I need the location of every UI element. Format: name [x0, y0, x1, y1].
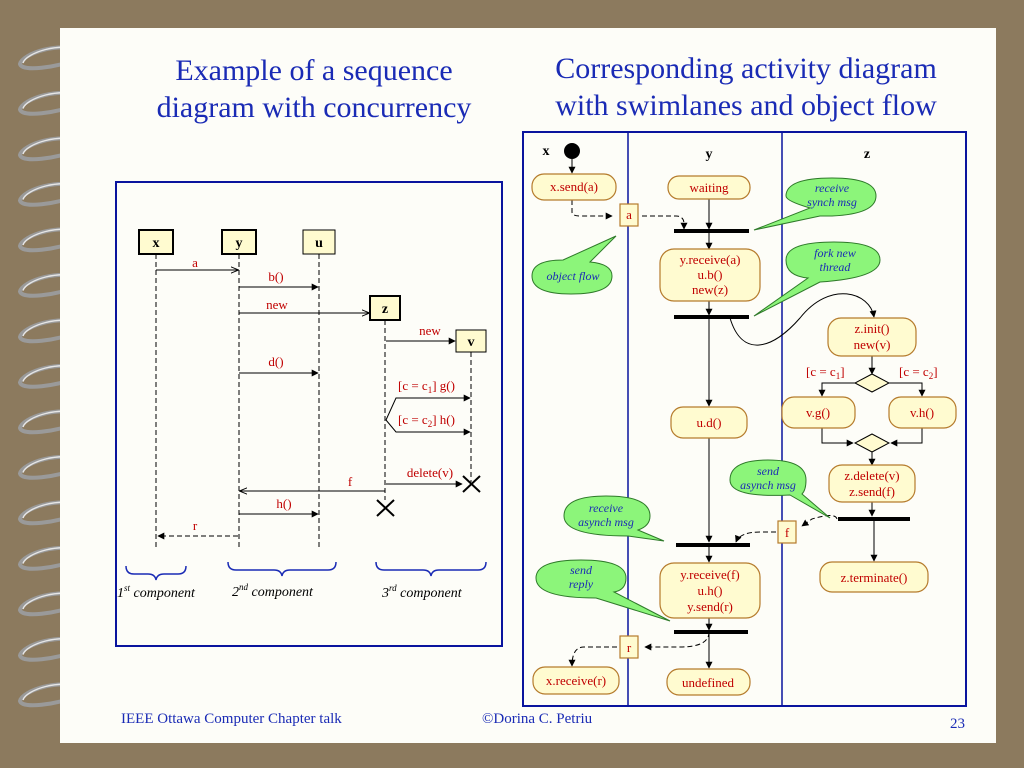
object-y-box: y — [221, 229, 257, 255]
node-y-receive-f-3: y.send(r) — [687, 599, 733, 614]
object-y-label: y — [236, 236, 243, 251]
callout-receive-asynch-1: receive — [589, 501, 624, 515]
object-node-r: r — [627, 640, 632, 655]
msg-b: b() — [268, 269, 283, 284]
msg-new-v: new — [419, 323, 441, 338]
node-z-delete-2: z.send(f) — [849, 484, 895, 499]
callout-send-asynch-2: asynch msg — [740, 478, 796, 492]
object-x-box: x — [138, 229, 174, 255]
sequence-diagram: x y u z v — [115, 181, 503, 647]
node-y-receive-f-1: y.receive(f) — [680, 567, 739, 582]
right-title-line-2: with swimlanes and object flow — [555, 89, 937, 122]
lane-x-label: x — [543, 144, 550, 159]
node-v-g: v.g() — [806, 405, 830, 420]
object-v-label: v — [468, 335, 475, 350]
object-x-label: x — [153, 236, 160, 251]
left-title-line-1: Example of a sequence — [175, 54, 453, 87]
object-z-label: z — [382, 302, 388, 317]
decision-diamond — [853, 373, 891, 393]
guard-c2: [c = c2] — [899, 364, 938, 381]
node-z-init-1: z.init() — [854, 321, 889, 336]
msg-r: r — [193, 518, 198, 533]
node-z-terminate: z.terminate() — [841, 570, 908, 585]
lane-y-label: y — [706, 147, 713, 162]
msg-d: d() — [268, 354, 283, 369]
object-u-box: u — [302, 229, 336, 255]
callout-fork-new-2: thread — [820, 260, 852, 274]
guard-c1: [c = c1] — [806, 364, 845, 381]
msg-f: f — [348, 474, 353, 489]
callout-send-reply-1: send — [570, 563, 593, 577]
node-y-receive-a-2: u.b() — [698, 267, 723, 282]
node-x-send: x.send(a) — [550, 179, 598, 194]
object-z-box: z — [369, 295, 401, 321]
msg-g: [c = c1] g() — [398, 378, 455, 395]
callout-send-asynch-1: send — [757, 464, 780, 478]
right-title-line-1: Corresponding activity diagram — [555, 52, 937, 85]
left-title: Example of a sequence diagram with concu… — [118, 52, 510, 126]
destroy-marks — [376, 475, 481, 517]
node-undefined: undefined — [682, 675, 734, 690]
node-u-d: u.d() — [697, 415, 722, 430]
node-x-receive: x.receive(r) — [546, 673, 606, 688]
msg-new-z: new — [266, 297, 288, 312]
node-y-receive-f-2: u.h() — [698, 583, 723, 598]
object-node-f: f — [785, 525, 790, 540]
component-2-label: 2nd component — [232, 582, 314, 600]
node-y-receive-a-3: new(z) — [692, 282, 728, 297]
initial-node — [564, 143, 580, 159]
slide-page — [60, 28, 996, 743]
msg-a: a — [192, 255, 198, 270]
lane-z-label: z — [864, 147, 870, 162]
node-z-init-2: new(v) — [854, 337, 891, 352]
left-title-line-2: diagram with concurrency — [156, 91, 472, 124]
callout-object-flow: object flow — [547, 269, 600, 283]
callout-receive-synch-1: receive — [815, 181, 850, 195]
node-y-receive-a-1: y.receive(a) — [680, 252, 741, 267]
page-number: 23 — [950, 716, 965, 732]
lifelines — [155, 254, 472, 550]
right-title: Corresponding activity diagram with swim… — [518, 50, 974, 124]
merge-diamond — [853, 433, 891, 453]
node-waiting: waiting — [690, 180, 729, 195]
callout-receive-synch-2: synch msg — [807, 195, 857, 209]
msg-h2: h() — [276, 496, 291, 511]
component-braces — [125, 561, 487, 581]
sync-bars — [674, 229, 910, 634]
component-3-label: 3rd component — [381, 583, 463, 601]
activity-diagram: x y z — [522, 131, 967, 707]
msg-delete: delete(v) — [407, 465, 453, 480]
footer-left: IEEE Ottawa Computer Chapter talk — [121, 711, 342, 727]
footer-center: ©Dorina C. Petriu — [482, 711, 593, 727]
object-u-label: u — [315, 236, 323, 251]
component-1-label: 1st component — [117, 583, 196, 601]
callout-receive-asynch-2: asynch msg — [578, 515, 634, 529]
node-v-h: v.h() — [910, 405, 934, 420]
object-v-box: v — [455, 329, 487, 353]
callout-send-reply-2: reply — [569, 577, 594, 591]
node-z-delete-1: z.delete(v) — [844, 468, 899, 483]
object-node-a: a — [626, 207, 632, 222]
callout-fork-new-1: fork new — [814, 246, 856, 260]
msg-h: [c = c2] h() — [398, 412, 455, 429]
